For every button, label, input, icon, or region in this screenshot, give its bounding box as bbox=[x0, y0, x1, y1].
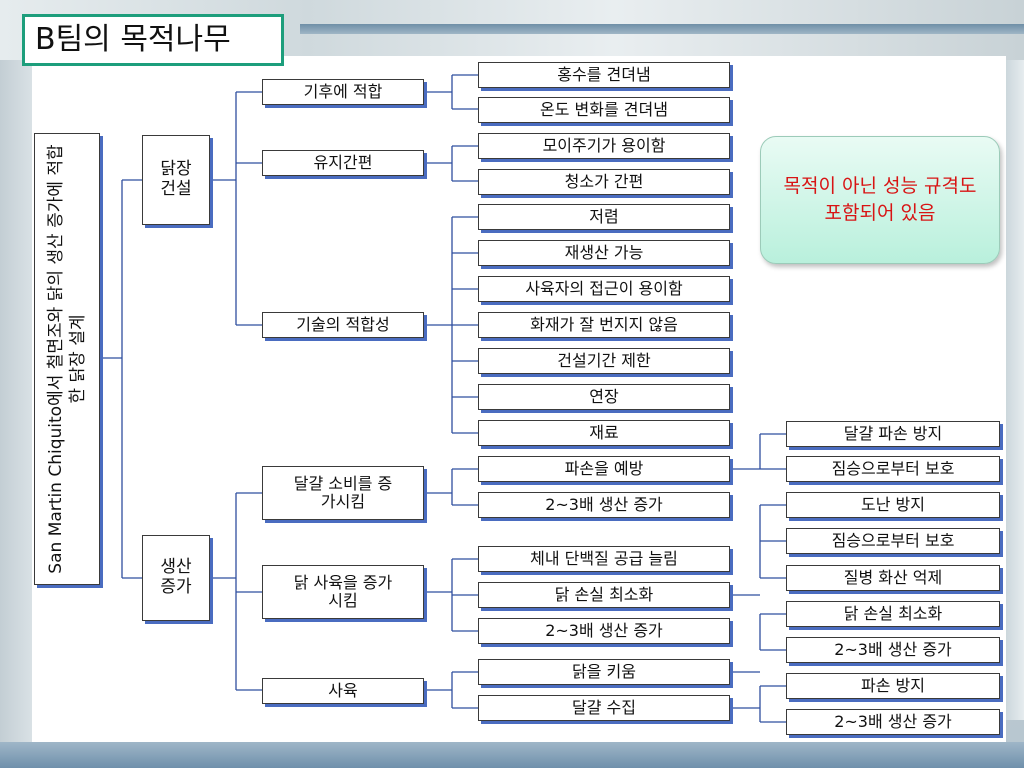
leaf-access: 사육자의 접근이 용이함 bbox=[478, 276, 730, 302]
leaf-disease: 질병 화산 억제 bbox=[786, 565, 1000, 591]
leaf-build-period: 건설기간 제한 bbox=[478, 348, 730, 374]
node-eggs-consumption: 달걀 소비를 증가시킴 bbox=[262, 466, 424, 520]
root-goal-text: San Martin Chiquito에서 철면조와 닭의 생산 증가에 적합한… bbox=[46, 144, 88, 574]
background-left bbox=[0, 60, 32, 742]
leaf-breakage-prevent: 파손 방지 bbox=[786, 673, 1000, 699]
leaf-animal-protect-2: 짐승으로부터 보호 bbox=[786, 528, 1000, 554]
leaf-cheap: 저렴 bbox=[478, 204, 730, 230]
node-tech: 기술의 적합성 bbox=[262, 312, 424, 338]
leaf-triple-3: 2~3배 생산 증가 bbox=[786, 637, 1000, 663]
node-minimize-loss: 닭 손실 최소화 bbox=[478, 582, 730, 608]
leaf-fire: 화재가 잘 번지지 않음 bbox=[478, 312, 730, 338]
node-climate: 기후에 적합 bbox=[262, 79, 424, 105]
node-raise: 사육 bbox=[262, 678, 424, 704]
callout-note: 목적이 아닌 성능 규격도 포함되어 있음 bbox=[760, 136, 1000, 264]
leaf-theft: 도난 방지 bbox=[786, 492, 1000, 518]
leaf-reproducible: 재생산 가능 bbox=[478, 240, 730, 266]
slide-title: B팀의 목적나무 bbox=[22, 14, 284, 66]
node-coop-construction: 닭장 건설 bbox=[142, 135, 210, 225]
leaf-chickens-triple: 2~3배 생산 증가 bbox=[478, 618, 730, 644]
background-bar bbox=[300, 24, 1024, 34]
root-goal-box: San Martin Chiquito에서 철면조와 닭의 생산 증가에 적합한… bbox=[34, 133, 100, 585]
node-production-increase: 생산 증가 bbox=[142, 535, 210, 621]
leaf-protein: 체내 단백질 공급 늘림 bbox=[478, 546, 730, 572]
background-right bbox=[1006, 60, 1024, 720]
leaf-tools: 연장 bbox=[478, 384, 730, 410]
leaf-temperature: 온도 변화를 견뎌냄 bbox=[478, 97, 730, 123]
leaf-eggs-triple: 2~3배 생산 증가 bbox=[478, 492, 730, 518]
leaf-cleaning: 청소가 간편 bbox=[478, 169, 730, 195]
leaf-feeding: 모이주기가 용이함 bbox=[478, 133, 730, 159]
node-maintenance: 유지간편 bbox=[262, 150, 424, 176]
node-grow-chickens: 닭을 키움 bbox=[478, 659, 730, 685]
leaf-triple-4: 2~3배 생산 증가 bbox=[786, 709, 1000, 735]
leaf-materials: 재료 bbox=[478, 420, 730, 446]
background-bottom bbox=[0, 742, 1024, 768]
leaf-minimize-loss-2: 닭 손실 최소화 bbox=[786, 601, 1000, 627]
node-collect-eggs: 달걀 수집 bbox=[478, 695, 730, 721]
leaf-animal-protect-1: 짐승으로부터 보호 bbox=[786, 456, 1000, 482]
node-chicken-raising: 닭 사육을 증가시킴 bbox=[262, 565, 424, 619]
leaf-flood: 홍수를 견뎌냄 bbox=[478, 62, 730, 88]
node-prevent-breakage: 파손을 예방 bbox=[478, 456, 730, 482]
leaf-egg-breakage: 달걀 파손 방지 bbox=[786, 421, 1000, 447]
